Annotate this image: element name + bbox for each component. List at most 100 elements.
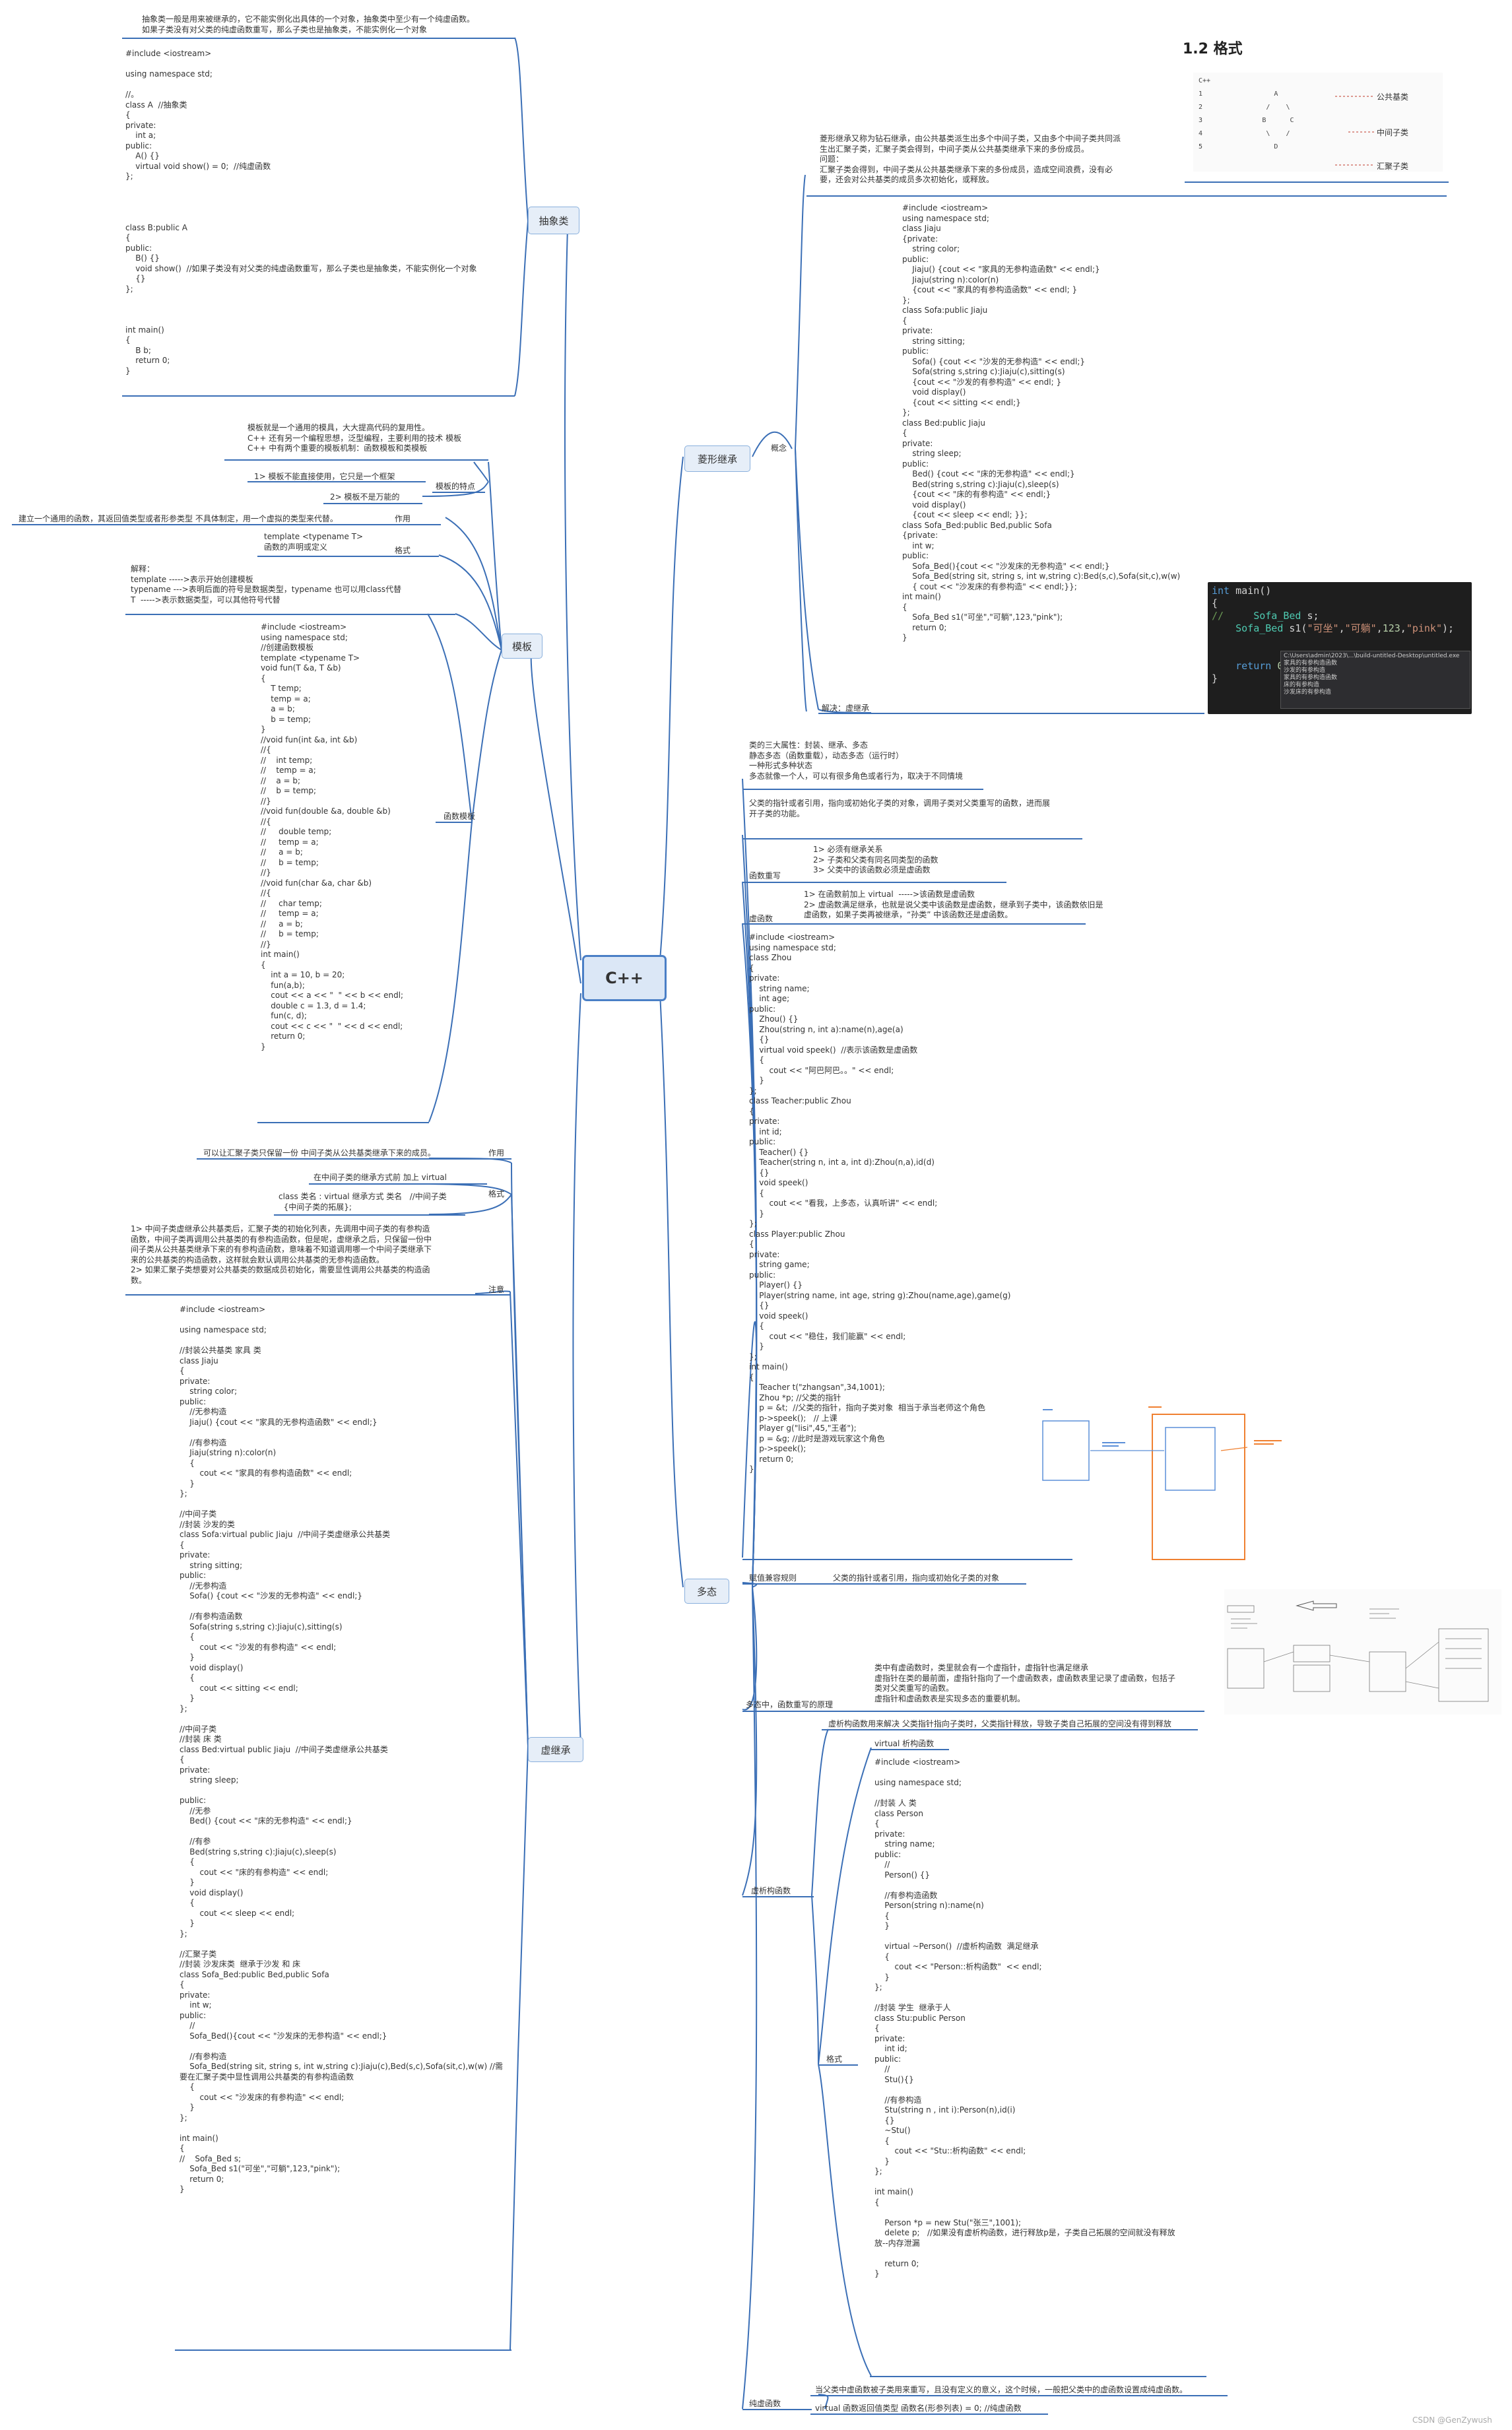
template-traits-line: [432, 492, 485, 493]
poly-principle-label: 多态中，函数重写的原理: [746, 1700, 834, 1709]
template-role-label: 作用: [395, 514, 411, 523]
poly-principle-line: [742, 1711, 1204, 1712]
diamond-desc: 菱形继承又称为钻石继承，由公共基类派生出多个中间子类，又由多个中间子类共同派 生…: [820, 134, 1121, 184]
format-label-derived: 汇聚子类: [1377, 162, 1409, 171]
console-output-text: C:\Users\admin\2023\...\build-untitled-D…: [1284, 653, 1460, 696]
template-explain: 解释： template ----->表示开始创建模板 typename ---…: [131, 564, 402, 605]
template-explain-line: [125, 614, 455, 615]
template-code: #include <iostream> using namespace std;…: [261, 622, 404, 1051]
branch-abstract[interactable]: 抽象类: [528, 207, 579, 234]
poly-override-label: 函数重写: [749, 871, 781, 880]
vinherit-note-label: 注意: [488, 1285, 505, 1294]
poly-vdtor-desc-line: [822, 1729, 1198, 1730]
poly-code-line: [742, 1559, 1072, 1560]
vinherit-role: 可以让汇聚子类只保留一份 中间子类从公共基类继承下来的成员。: [203, 1148, 436, 1158]
poly-intro: 类的三大属性：封装、继承、多态 静态多态（函数重载），动态多态（运行时） 一种形…: [749, 740, 964, 781]
poly-pure-format-line: [810, 2414, 1048, 2415]
poly-virtual-label: 虚函数: [749, 914, 773, 923]
poly-principle: 类中有虚函数时，类里就会有一个虚指针，虚指针也满足继承 虚指针在类的最前面，虚指…: [874, 1663, 1176, 1703]
poly-vdtor-format-label: 格式: [826, 2054, 843, 2064]
vtable-sketch: [1224, 1589, 1501, 1715]
poly-reassign-label: 赋值兼容规则: [749, 1573, 797, 1583]
poly-memory-sketch: [1042, 1406, 1282, 1560]
format-label-middle: 中间子类: [1377, 128, 1409, 137]
poly-virtual-line: [742, 923, 1086, 925]
format-dashes: [1335, 96, 1375, 166]
vinherit-format-2-line: [274, 1214, 465, 1216]
diamond-main-code-image: int main() { // Sofa_Bed s; Sofa_Bed s1(…: [1208, 582, 1472, 714]
poly-vdtor-title: virtual 析构函数: [874, 1739, 935, 1748]
poly-vdtor-code-line: [870, 2376, 1206, 2377]
poly-vdtor-label: 虚析构函数: [751, 1886, 791, 1895]
diamond-desc-line: [806, 195, 1447, 197]
branch-diamond[interactable]: 菱形继承: [684, 445, 750, 472]
branch-polymorphism[interactable]: 多态: [684, 1579, 729, 1604]
template-traits-label: 模板的特点: [436, 482, 476, 491]
poly-pure-desc-line: [810, 2395, 1228, 2396]
center-node[interactable]: C++: [582, 955, 667, 1001]
poly-intro-line: [742, 789, 983, 790]
poly-pure-format: virtual 函数返回值类型 函数名(形参列表) = 0; //纯虚函数: [815, 2404, 1022, 2413]
template-func-label: 函数模板: [444, 812, 476, 821]
poly-pure-label: 纯虚函数: [749, 2399, 781, 2408]
vinherit-format-2: class 类名 : virtual 继承方式 类名 //中间子类 {中间子类的…: [279, 1192, 447, 1212]
template-func-line: [436, 822, 473, 823]
branch-virtual-inherit[interactable]: 虚继承: [528, 1737, 583, 1762]
vinherit-format-label: 格式: [488, 1189, 505, 1199]
format-label-base: 公共基类: [1377, 92, 1409, 102]
template-trait-2-line: [323, 503, 422, 504]
console-output-tooltip: C:\Users\admin\2023\...\build-untitled-D…: [1280, 651, 1470, 709]
vinherit-code: #include <iostream> using namespace std;…: [180, 1305, 504, 2194]
poly-code: #include <iostream> using namespace std;…: [749, 933, 1011, 1474]
abstract-code: #include <iostream> using namespace std;…: [125, 49, 477, 376]
poly-reassign-line: [742, 1583, 1026, 1585]
poly-override-line: [742, 882, 1006, 883]
abstract-desc-line: [122, 38, 515, 39]
template-role: 建立一个通用的函数，其返回值类型或者形参类型 不具体制定，用一个虚拟的类型来代替…: [18, 514, 338, 523]
poly-vdtor-line: [742, 1896, 814, 1897]
poly-pure-desc: 当父类中虚函数被子类用来重写，且没有定义的意义，这个时候，一般把父类中的虚函数设…: [815, 2385, 1188, 2394]
diamond-format-title: 1.2 格式: [1183, 41, 1243, 57]
poly-virtual: 1> 在函数前加上 virtual ----->该函数是虚函数 2> 虚函数满足…: [804, 890, 1103, 919]
diamond-solution-label: 解决：虚继承: [822, 704, 870, 713]
abstract-code-line: [122, 395, 515, 397]
poly-vdtor-code: #include <iostream> using namespace std;…: [874, 1757, 1175, 2278]
diamond-format-diagram-text: C++ 1 A 2 / \ 3 B C 4 \ / 5 D: [1199, 77, 1294, 150]
poly-vdtor-desc: 虚析构函数用来解决 父类指针指向子类时，父类指针释放，导致子类自己拓展的空间没有…: [828, 1719, 1171, 1728]
template-desc-line: [224, 459, 488, 461]
diamond-solution-line: [818, 713, 874, 714]
vinherit-role-label: 作用: [488, 1148, 505, 1158]
template-trait-1-line: [247, 481, 426, 482]
template-format-line: [257, 556, 439, 557]
poly-reassign: 父类的指针或者引用，指向或初始化子类的对象: [833, 1573, 1000, 1583]
poly-pointer-desc: 父类的指针或者引用，指向或初始化子类的对象，调用子类对父类重写的函数，进而展 开…: [749, 799, 1051, 818]
diamond-format-line: [1185, 181, 1449, 183]
diamond-concept-label: 概念: [771, 443, 787, 453]
watermark: CSDN @GenZywush: [1412, 2415, 1492, 2425]
poly-vdtor-title-line: [870, 1749, 949, 1750]
abstract-desc: 抽象类一般是用来被继承的，它不能实例化出具体的一个对象，抽象类中至少有一个纯虚函…: [142, 15, 475, 34]
vinherit-role-line: [197, 1158, 511, 1160]
branch-template[interactable]: 模板: [502, 634, 542, 659]
template-format-label: 格式: [395, 546, 411, 555]
vinherit-code-line: [175, 2349, 511, 2351]
diamond-code-line: [874, 713, 1204, 714]
template-desc: 模板就是一个通用的模具，大大提高代码的复用性。 C++ 还有另一个编程思想，泛型…: [247, 423, 462, 453]
template-trait-1: 1> 模板不能直接使用，它只是一个框架: [254, 472, 395, 481]
dark-code-text: int main() { // Sofa_Bed s; Sofa_Bed s1(…: [1212, 585, 1455, 684]
poly-override: 1> 必须有继承关系 2> 子类和父类有同名同类型的函数 3> 父类中的该函数必…: [813, 845, 938, 874]
poly-vdtor-format-line: [818, 2064, 858, 2066]
vinherit-note-line: [125, 1294, 510, 1296]
template-format: template <typename T> 函数的声明或定义: [264, 532, 364, 552]
template-trait-2: 2> 模板不是万能的: [330, 492, 400, 502]
diamond-code: #include <iostream> using namespace std;…: [902, 203, 1181, 642]
vinherit-format-1-line: [309, 1183, 487, 1185]
vinherit-format-1: 在中间子类的继承方式前 加上 virtual: [313, 1173, 447, 1182]
template-code-line: [257, 1122, 429, 1123]
vinherit-note: 1> 中间子类虚继承公共基类后，汇聚子类的初始化列表，先调用中间子类的有参构造 …: [131, 1224, 432, 1285]
poly-pure-line: [742, 2409, 812, 2410]
template-role-line: [12, 524, 441, 525]
diamond-format-diagram: C++ 1 A 2 / \ 3 B C 4 \ / 5 D 公共基类 中间子类 …: [1193, 73, 1443, 172]
poly-pointer-line: [742, 838, 1082, 839]
